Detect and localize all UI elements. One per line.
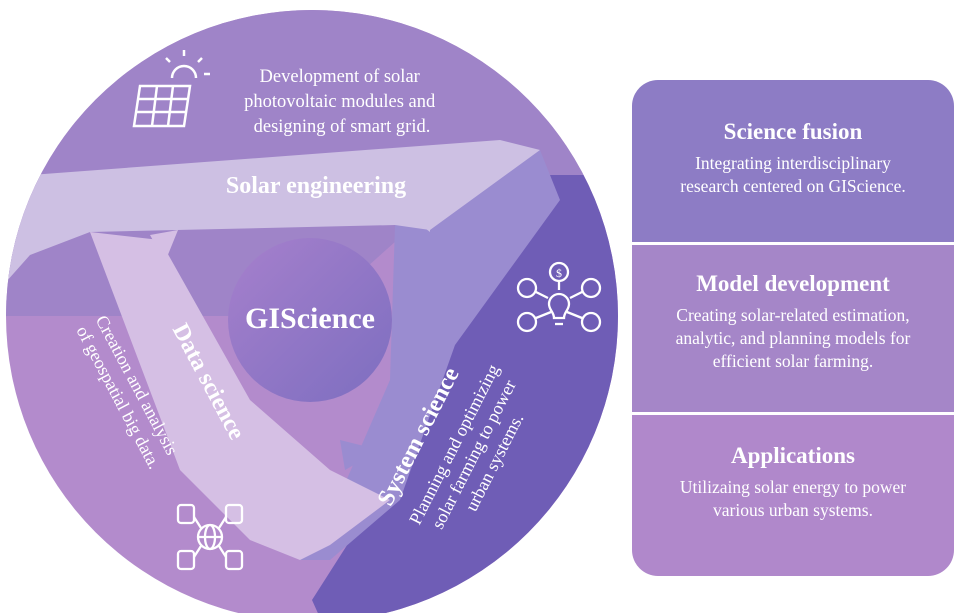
panel-section-science-fusion: Science fusion Integrating interdiscipli… [632,118,954,198]
model-development-line: efficient solar farming. [712,351,874,371]
solar-engineering-title: Solar engineering [226,173,406,199]
applications-title: Applications [731,443,855,468]
applications-line: various urban systems. [713,500,873,520]
model-development-line: analytic, and planning models for [675,328,911,348]
panel-divider [632,242,954,245]
idea-network-icon: $ [516,261,602,333]
data-science-ribbon [90,232,390,560]
panel-bg-science-fusion [632,80,954,244]
science-fusion-line: research centered on GIScience. [680,176,906,196]
model-development-line: Creating solar-related estimation, [676,305,910,325]
database-network-icon [176,503,244,571]
model-development-text: Creating solar-related estimation, analy… [676,304,911,373]
ribbon-arrow-solar [395,205,430,232]
science-fusion-title: Science fusion [723,119,863,144]
panel-section-model-development: Model development Creating solar-related… [632,270,954,373]
panel-bg-model-development [632,244,954,414]
panel-section-applications: Applications Utilizaing solar energy to … [632,442,954,522]
panel-bg-applications [632,414,954,576]
info-panel: Science fusion Integrating interdiscipli… [632,80,954,576]
ribbon-arrow-data [150,230,178,262]
solar-panel-icon [132,50,210,128]
applications-text: Utilizaing solar energy to power various… [680,476,906,522]
model-development-title: Model development [696,271,890,296]
science-fusion-line: Integrating interdisciplinary [695,153,891,173]
center-label: GIScience [245,302,375,335]
ribbon-arrow-system [340,440,380,470]
solar-engineering-ribbon [6,140,540,300]
svg-text:$: $ [556,266,562,280]
science-fusion-text: Integrating interdisciplinary research c… [680,152,905,198]
solar-engineering-segment [6,10,618,316]
panel-divider [632,412,954,415]
applications-line: Utilizaing solar energy to power [679,477,907,497]
center-circle [228,238,392,402]
solar-engineering-text: Development of solar photovoltaic module… [244,67,440,137]
